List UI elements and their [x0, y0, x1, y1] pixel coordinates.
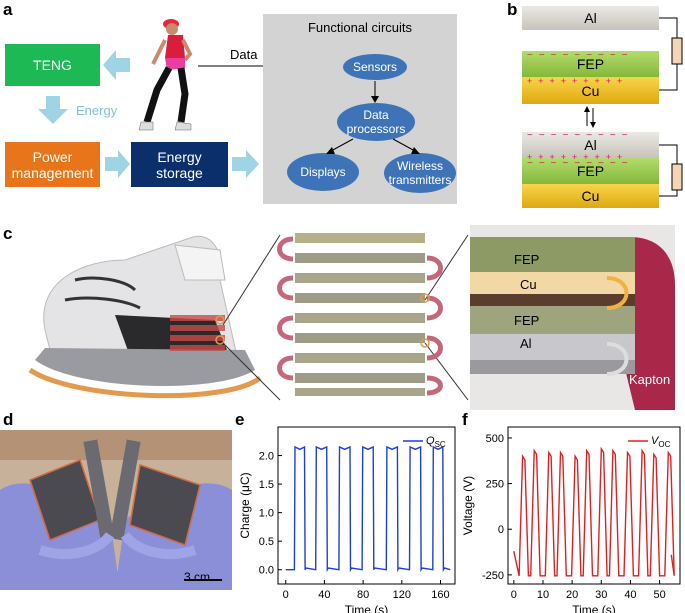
e-x-tick-label: 40 — [318, 589, 330, 601]
panel-a-label: a — [3, 0, 13, 19]
shoe-illustration — [28, 235, 262, 399]
arrow-energy-down — [38, 96, 68, 124]
svg-text:+++++++++: +++++++++ — [527, 152, 628, 162]
f-x-tick-label: 10 — [537, 589, 549, 601]
energy-storage-box: Energy storage — [131, 142, 228, 187]
data-label: Data — [230, 47, 258, 62]
panel-e-label: e — [235, 410, 245, 429]
energy-label: Energy — [76, 103, 118, 118]
panel-d-label: d — [3, 410, 14, 429]
kapton-label: Kapton — [629, 372, 671, 387]
top-cu-layer: Cu — [522, 77, 659, 104]
f-x-tick-label: 0 — [511, 589, 517, 601]
chart-f-x-axis-label: Time (s) — [572, 603, 616, 613]
teng-box: TENG — [5, 44, 100, 86]
device-photo — [0, 430, 232, 590]
f-y-tick-label: 250 — [486, 479, 504, 491]
e-x-tick-label: 0 — [283, 589, 289, 601]
scale-bar-label: 3 cm — [184, 570, 211, 584]
bottom-al-layer: Al — [522, 132, 659, 158]
arrow-storage-right — [232, 150, 259, 178]
detail-al: Al — [520, 336, 532, 351]
f-x-tick-label: 30 — [595, 589, 607, 601]
e-y-tick-label: 1.5 — [259, 479, 274, 491]
chart-f-y-axis-label: Voltage (V) — [461, 476, 475, 535]
zigzag-stack — [277, 233, 443, 396]
detail-fep-bottom: FEP — [514, 313, 540, 328]
chart-f: 0 10 20 30 40 50 -250 0 250 500 VOC Time (s) Volt… — [461, 426, 681, 613]
wireless-transmitters-bubble: Wireless transmitters — [384, 153, 456, 193]
chart-e-frame — [277, 426, 456, 585]
chart-f-frame — [507, 426, 681, 585]
e-y-tick-label: 0.5 — [259, 536, 274, 548]
f-y-tick-label: -250 — [482, 570, 504, 582]
f-y-tick-label: 0 — [498, 524, 504, 536]
panel-b-label: b — [507, 0, 518, 19]
arrow-teng-left — [103, 50, 130, 80]
detail-fep-top: FEP — [514, 252, 540, 267]
panel-c-label: c — [3, 224, 13, 243]
e-x-tick-label: 80 — [357, 589, 369, 601]
panel-b-circuits: −−−−−−−−− +++++++++ −−−−−−−−− +++++++++ … — [527, 17, 683, 197]
f-x-tick-label: 50 — [653, 589, 665, 601]
chart-e-y-axis-label: Charge (μC) — [238, 472, 252, 538]
panel-c-stacks — [222, 225, 675, 410]
top-al-layer: Al — [522, 6, 659, 30]
e-y-tick-label: 2.0 — [259, 451, 274, 463]
functional-circuits-title: Functional circuits — [307, 20, 413, 35]
f-y-tick-label: 500 — [486, 433, 504, 445]
e-y-tick-label: 0.0 — [259, 565, 274, 577]
chart-e-legend-text: QSC — [426, 435, 446, 449]
sensors-bubble: Sensors — [343, 54, 407, 80]
chart-e-series-line — [285, 445, 451, 573]
power-management-box: Power management — [5, 142, 100, 187]
svg-text:−−−−−−−−−: −−−−−−−−− — [527, 50, 634, 61]
layer-detail — [470, 225, 675, 410]
bottom-fep-layer: FEP — [522, 158, 659, 184]
functional-circuits-arrows — [326, 81, 420, 154]
e-x-tick-label: 160 — [431, 589, 449, 601]
svg-text:−−−−−−−−−: −−−−−−−−− — [527, 158, 634, 169]
chart-f-series-line — [513, 446, 675, 577]
arrow-power-right — [105, 150, 130, 178]
e-x-tick-label: 120 — [393, 589, 411, 601]
chart-f-legend-text: VOC — [651, 435, 671, 449]
e-y-tick-label: 1.0 — [259, 508, 274, 520]
svg-text:−−−−−−−−−: −−−−−−−−− — [527, 130, 634, 141]
f-x-tick-label: 40 — [624, 589, 636, 601]
data-processors-bubble: Data processors — [337, 103, 415, 141]
runner-figure — [138, 19, 193, 131]
displays-bubble: Displays — [287, 153, 359, 191]
detail-cu: Cu — [520, 277, 537, 292]
bottom-cu-layer: Cu — [522, 184, 659, 208]
panel-f-label: f — [462, 410, 468, 429]
chart-e-x-axis-label: Time (s) — [345, 603, 389, 613]
svg-text:+++++++++: +++++++++ — [527, 76, 628, 86]
top-fep-layer: FEP — [522, 51, 659, 77]
f-x-tick-label: 20 — [566, 589, 578, 601]
